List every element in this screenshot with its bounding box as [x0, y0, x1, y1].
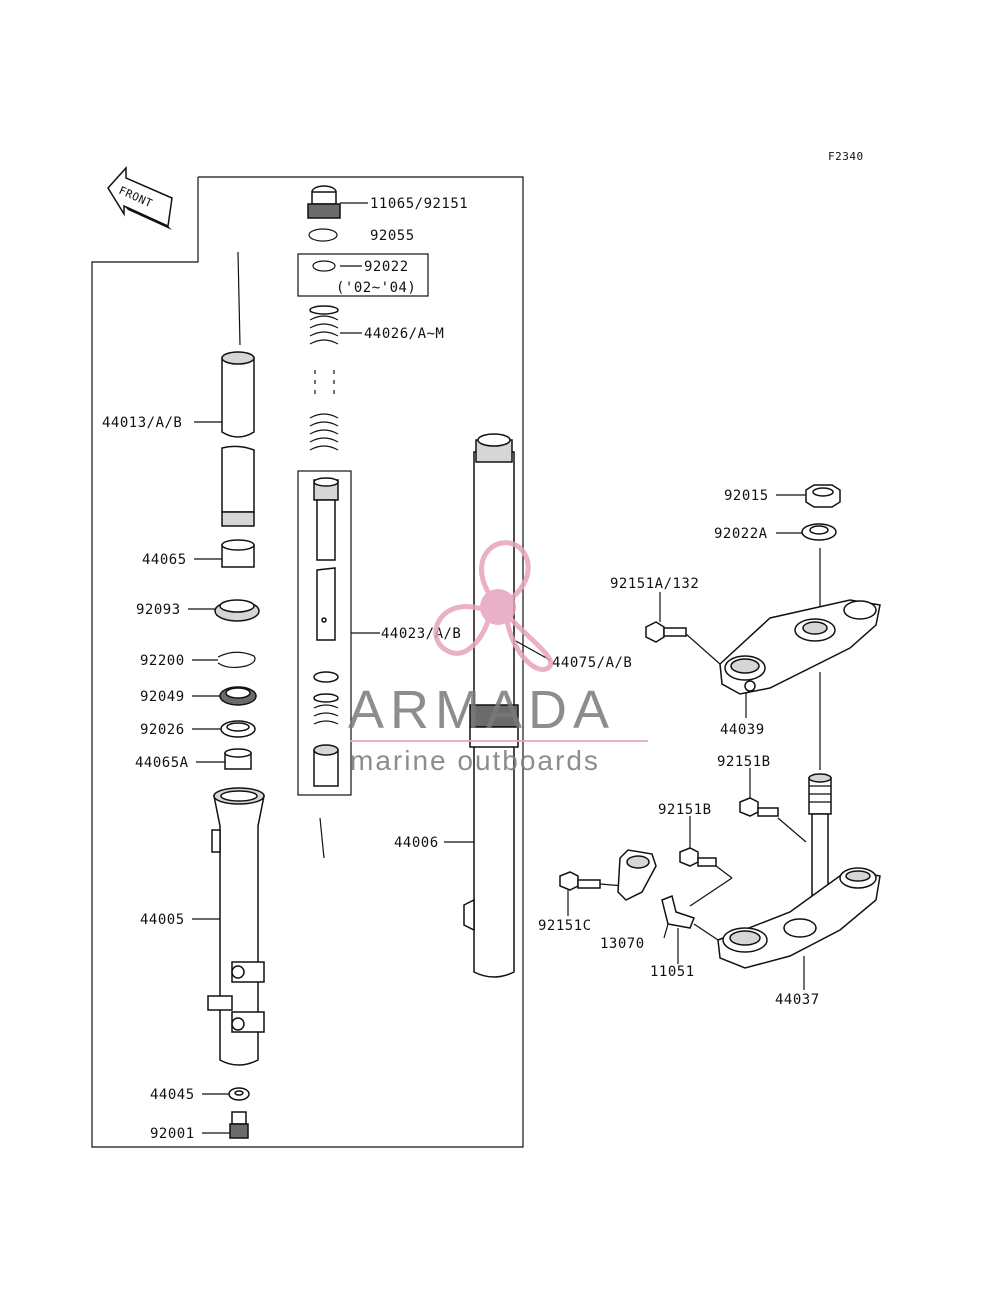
retaining-ring	[217, 651, 256, 669]
label-p15: 44005	[140, 912, 185, 928]
bushing	[221, 539, 255, 568]
oil-seal	[219, 686, 257, 706]
lower-triple-clamp	[717, 867, 881, 969]
clamp-bolt-c	[559, 871, 625, 891]
leader-lines	[188, 202, 806, 1134]
o-ring	[308, 228, 338, 242]
clamp-bolt-upper	[645, 621, 721, 665]
label-p6: 44065	[142, 552, 187, 568]
clamp-bolt-b2	[679, 847, 733, 907]
label-p8: 92200	[140, 653, 185, 669]
watermark: ARMADA marine outboards	[348, 540, 648, 776]
label-p26: 11051	[650, 964, 695, 980]
label-p27: 44037	[775, 992, 820, 1008]
o-ring-small	[312, 260, 336, 272]
label-p18: 92015	[724, 488, 769, 504]
label-p16: 44045	[150, 1087, 195, 1103]
upper-triple-clamp	[719, 599, 881, 695]
label-p19: 92022A	[714, 526, 768, 542]
watermark-brand: ARMADA	[348, 680, 615, 740]
label-p21: 44039	[720, 722, 765, 738]
label-p9: 92049	[140, 689, 185, 705]
steering-washer	[801, 523, 837, 541]
label-p3-years: ('02~'04)	[336, 280, 416, 296]
dust-seal	[214, 599, 260, 622]
label-p22: 92151B	[717, 754, 771, 770]
cartridge-rod	[313, 477, 339, 859]
label-p25: 13070	[600, 936, 645, 952]
washer	[220, 720, 256, 738]
gasket	[228, 1087, 250, 1101]
guide-bushing	[224, 748, 252, 770]
label-p14: 44006	[394, 835, 439, 851]
variant-box	[297, 253, 429, 297]
front-arrow-icon: FRONT	[107, 166, 173, 230]
label-p23: 92151B	[658, 802, 712, 818]
label-p1: 11065/92151	[370, 196, 468, 212]
fork-spring	[309, 305, 339, 451]
bracket	[661, 894, 719, 941]
label-p20: 92151A/132	[610, 576, 699, 592]
steering-nut	[805, 484, 841, 508]
label-p11: 44065A	[135, 755, 189, 771]
part-labels: 11065/92151 92055 92022 ('02~'04) 44026/…	[102, 196, 820, 1142]
label-p5: 44013/A/B	[102, 415, 182, 431]
label-p13: 44075/A/B	[552, 655, 632, 671]
label-p24: 92151C	[538, 918, 592, 934]
label-p2: 92055	[370, 228, 415, 244]
label-p3: 92022	[364, 259, 409, 275]
drain-bolt	[229, 1111, 249, 1139]
label-p7: 92093	[136, 602, 181, 618]
outer-tube	[207, 787, 265, 1066]
assembly-frame	[91, 176, 524, 1148]
label-p4: 44026/A~M	[364, 326, 444, 342]
clamp-bolt-b1	[739, 797, 807, 843]
cable-clamp	[617, 849, 657, 901]
top-cap-bolt	[307, 185, 341, 219]
fork-inner-tube	[221, 251, 255, 527]
label-p12: 44023/A/B	[381, 626, 461, 642]
label-p10: 92026	[140, 722, 185, 738]
diagram-code: F2340	[828, 150, 864, 163]
watermark-tagline: marine outboards	[350, 745, 600, 776]
label-p17: 92001	[150, 1126, 195, 1142]
propeller-logo-icon	[433, 540, 554, 672]
